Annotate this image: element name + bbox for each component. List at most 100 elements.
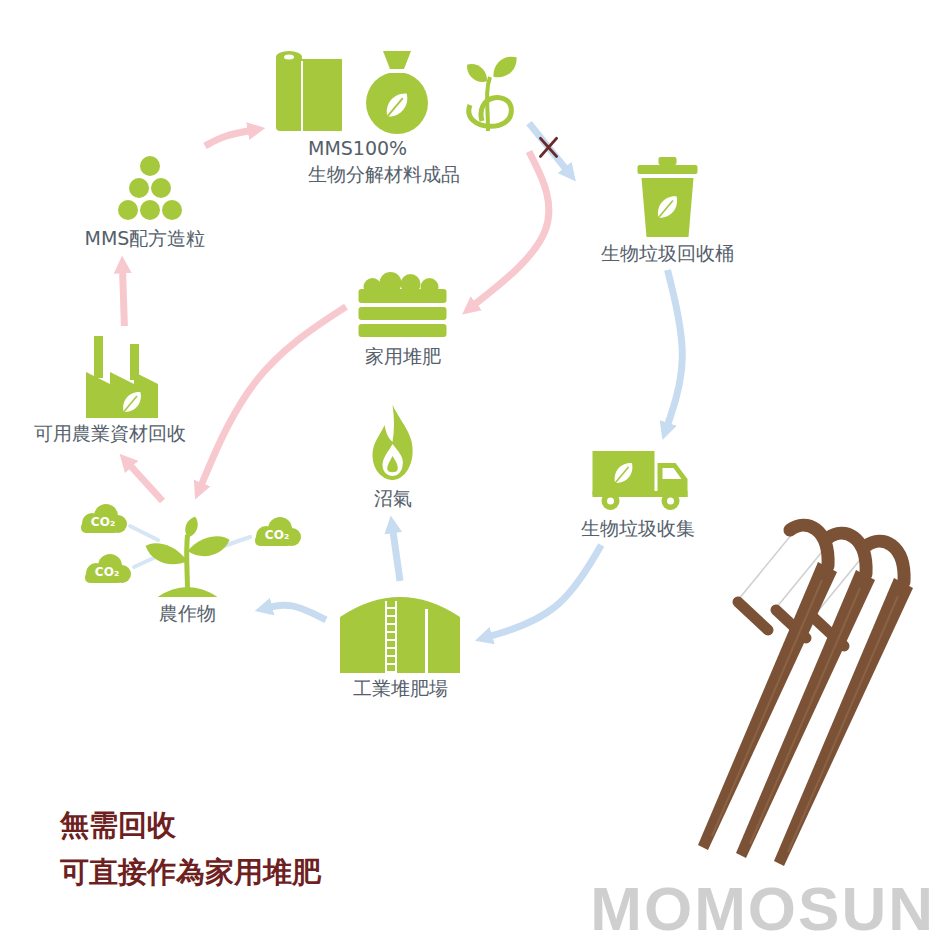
step-icon bbox=[381, 88, 412, 121]
flow-arrow bbox=[667, 270, 683, 428]
step-icon bbox=[298, 59, 342, 131]
connector-group bbox=[123, 123, 683, 637]
step-icon bbox=[383, 444, 403, 476]
co2-label: CO₂ bbox=[265, 529, 289, 541]
step-icon bbox=[359, 307, 447, 320]
cross-mark bbox=[541, 138, 557, 156]
step-icon bbox=[585, 155, 750, 240]
floss-pick-illustration bbox=[698, 525, 913, 866]
step-icon bbox=[301, 61, 303, 131]
step-label: 工業堆肥場 bbox=[330, 675, 470, 701]
step-icon bbox=[387, 456, 397, 472]
step-icon bbox=[565, 445, 710, 515]
step-icon bbox=[20, 330, 200, 420]
step-label: 可用農業資材回收 bbox=[20, 420, 200, 446]
flow-arrow bbox=[123, 268, 125, 326]
cycle-step: 家用堆肥 bbox=[350, 265, 455, 369]
step-icon bbox=[610, 459, 637, 488]
step-icon bbox=[593, 451, 655, 495]
step-icon bbox=[373, 405, 413, 480]
step-icon bbox=[188, 536, 230, 556]
step-icon bbox=[284, 55, 294, 60]
step-icon bbox=[385, 663, 397, 665]
step-icon bbox=[366, 72, 428, 134]
step-icon bbox=[380, 88, 412, 122]
step-icon bbox=[340, 597, 460, 673]
step-icon bbox=[140, 200, 160, 220]
step-icon bbox=[385, 607, 397, 609]
step-icon bbox=[663, 468, 682, 479]
step-icon bbox=[184, 535, 190, 591]
step-icon bbox=[276, 51, 302, 63]
cycle-step: MMS配方造粒 bbox=[70, 150, 220, 251]
step-icon bbox=[276, 55, 302, 131]
step-icon bbox=[386, 98, 402, 118]
step-icon bbox=[385, 601, 387, 673]
step-icon bbox=[659, 157, 677, 165]
note-text: 無需回收 bbox=[60, 808, 176, 843]
watermark: MOMOSUN bbox=[590, 872, 935, 946]
step-icon bbox=[385, 639, 397, 641]
step-icon bbox=[350, 265, 455, 343]
step-icon bbox=[182, 515, 200, 540]
floss-pick-illustration bbox=[712, 580, 822, 836]
step-icon bbox=[638, 165, 698, 174]
step-icon bbox=[385, 671, 397, 673]
step-icon bbox=[330, 585, 470, 675]
co2-cloud bbox=[81, 504, 301, 583]
step-icon bbox=[385, 647, 397, 649]
step-icon bbox=[118, 388, 145, 417]
step-icon bbox=[658, 201, 673, 219]
co2-label: CO₂ bbox=[95, 566, 119, 578]
step-icon bbox=[395, 601, 397, 673]
co2-cloud bbox=[81, 504, 127, 533]
step-icon bbox=[118, 388, 146, 418]
step-icon bbox=[270, 45, 525, 135]
step-icon bbox=[469, 98, 512, 127]
floss-pick-illustration bbox=[698, 562, 837, 850]
step-label: 生物分解材料成品 bbox=[270, 161, 525, 187]
step-icon bbox=[151, 178, 171, 198]
step-icon bbox=[355, 400, 430, 485]
floss-pick-illustration bbox=[774, 541, 913, 866]
step-icon bbox=[162, 200, 182, 220]
step-icon bbox=[463, 59, 492, 86]
step-icon bbox=[488, 51, 521, 82]
step-icon bbox=[86, 372, 158, 418]
co2-cloud bbox=[255, 517, 301, 546]
step-icon bbox=[146, 543, 188, 564]
flow-arrow bbox=[472, 152, 549, 307]
step-icon bbox=[652, 192, 682, 224]
step-label: 生物垃圾收集 bbox=[565, 515, 710, 541]
step-label: MMS配方造粒 bbox=[70, 225, 220, 251]
step-icon bbox=[463, 59, 492, 86]
step-icon bbox=[118, 200, 138, 220]
step-icon bbox=[425, 609, 428, 673]
floss-pick-illustration bbox=[738, 534, 792, 600]
step-icon bbox=[609, 459, 637, 489]
cycle-step: 沼氣 bbox=[355, 400, 430, 511]
step-label: 生物垃圾回收桶 bbox=[585, 240, 750, 266]
step-icon bbox=[385, 655, 397, 657]
step-icon bbox=[607, 498, 614, 505]
step-label: 家用堆肥 bbox=[350, 343, 455, 369]
step-icon bbox=[602, 492, 620, 510]
step-icon bbox=[385, 623, 397, 625]
step-icon bbox=[383, 51, 411, 69]
step-label: 沼氣 bbox=[355, 485, 430, 511]
step-icon bbox=[487, 77, 490, 131]
step-icon bbox=[653, 192, 682, 223]
note-text: 可直接作為家用堆肥 bbox=[60, 855, 321, 890]
step-icon bbox=[70, 150, 220, 225]
cycle-step: 生物垃圾回收桶 bbox=[585, 155, 750, 266]
cross-mark bbox=[541, 138, 557, 156]
step-icon bbox=[94, 336, 103, 378]
step-icon bbox=[614, 467, 628, 484]
step-icon bbox=[667, 498, 674, 505]
step-icon bbox=[359, 324, 447, 337]
cycle-step: 農作物 bbox=[125, 505, 250, 626]
step-icon bbox=[125, 505, 250, 600]
cycle-step: MMS100%生物分解材料成品 bbox=[270, 45, 525, 187]
